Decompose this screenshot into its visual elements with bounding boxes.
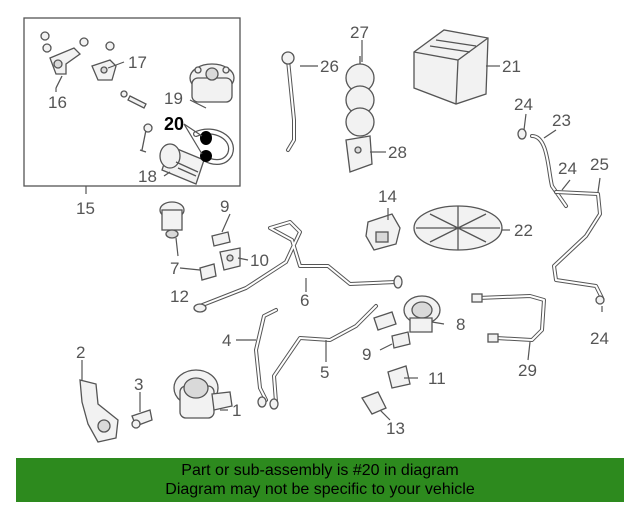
part-2-shield[interactable] [79,379,119,443]
part-20-hose[interactable] [193,128,234,165]
part-4-pipe[interactable] [254,308,278,402]
inset-box-15 [23,17,241,187]
callout-9-top: 9 [220,197,229,216]
callout-8: 8 [456,315,465,334]
inset-small-parts [139,123,153,153]
callout-21: 21 [502,57,521,76]
callout-16: 16 [48,93,67,112]
part-26-rod[interactable] [281,51,296,152]
part-5-pipe[interactable] [257,304,378,410]
banner-line-part: Part or sub-assembly is #20 in diagram [181,462,459,479]
part-19-pump[interactable] [189,63,235,103]
leader-lines [55,40,603,421]
part-10-bracket[interactable] [219,247,241,271]
callout-numbers: 16 17 19 20 18 15 26 27 28 21 24 23 24 2… [48,23,609,438]
callout-10: 10 [250,251,269,270]
callout-13: 13 [386,419,405,438]
part-3-bolt[interactable] [131,409,153,429]
callout-24-top: 24 [514,95,533,114]
banner-line-disclaimer: Diagram may not be specific to your vehi… [165,481,475,498]
part-14-sensor[interactable] [365,213,401,251]
callout-23: 23 [552,111,571,130]
part-8-valve[interactable] [403,295,441,333]
callout-29: 29 [518,361,537,380]
callout-17: 17 [128,53,147,72]
part-22-disc[interactable] [413,205,503,251]
part-18-filter[interactable] [159,143,205,185]
callout-26: 26 [320,57,339,76]
callout-14: 14 [378,187,397,206]
callout-27: 27 [350,23,369,42]
callout-28: 28 [388,143,407,162]
part-23-hose[interactable] [530,134,568,208]
part-9-gasket-bottom[interactable] [373,311,411,349]
callout-25: 25 [590,155,609,174]
callout-5: 5 [320,363,329,382]
part-27-bellows[interactable] [345,56,375,137]
callout-19: 19 [164,89,183,108]
callout-1: 1 [232,401,241,420]
part-17-bracket[interactable] [91,59,147,109]
callout-22: 22 [514,221,533,240]
callout-20[interactable]: 20 [164,114,184,134]
callout-18: 18 [138,167,157,186]
callout-4: 4 [222,331,231,350]
part-29-sensor[interactable] [471,293,546,343]
callout-24-bottom: 24 [590,329,609,348]
part-16-bracket[interactable] [40,31,115,89]
callout-6: 6 [300,291,309,310]
callout-11: 11 [428,369,446,388]
part-12-bracket[interactable] [199,263,217,281]
part-21-module[interactable] [413,29,489,105]
callout-24-mid: 24 [558,159,577,178]
parts-diagram: 16 17 19 20 18 15 26 27 28 21 24 23 24 2… [23,17,609,443]
part-28-bracket[interactable] [345,135,373,173]
part-7-valve[interactable] [159,201,185,239]
part-9-gasket-top[interactable] [211,231,231,247]
part-6-pipe[interactable] [193,220,403,313]
part-1-air-pump[interactable] [173,369,233,419]
callout-2: 2 [76,343,85,362]
part-11-bracket[interactable] [387,365,411,389]
part-13-bracket[interactable] [361,391,387,415]
callout-7: 7 [170,259,179,278]
callout-3: 3 [134,375,143,394]
part-24-clamp-top[interactable] [517,128,527,140]
callout-9-bottom: 9 [362,345,371,364]
callout-15: 15 [76,199,95,218]
info-banner: Part or sub-assembly is #20 in diagram D… [16,458,624,502]
part-25-pipe[interactable] [552,190,605,305]
callout-12: 12 [170,287,189,306]
